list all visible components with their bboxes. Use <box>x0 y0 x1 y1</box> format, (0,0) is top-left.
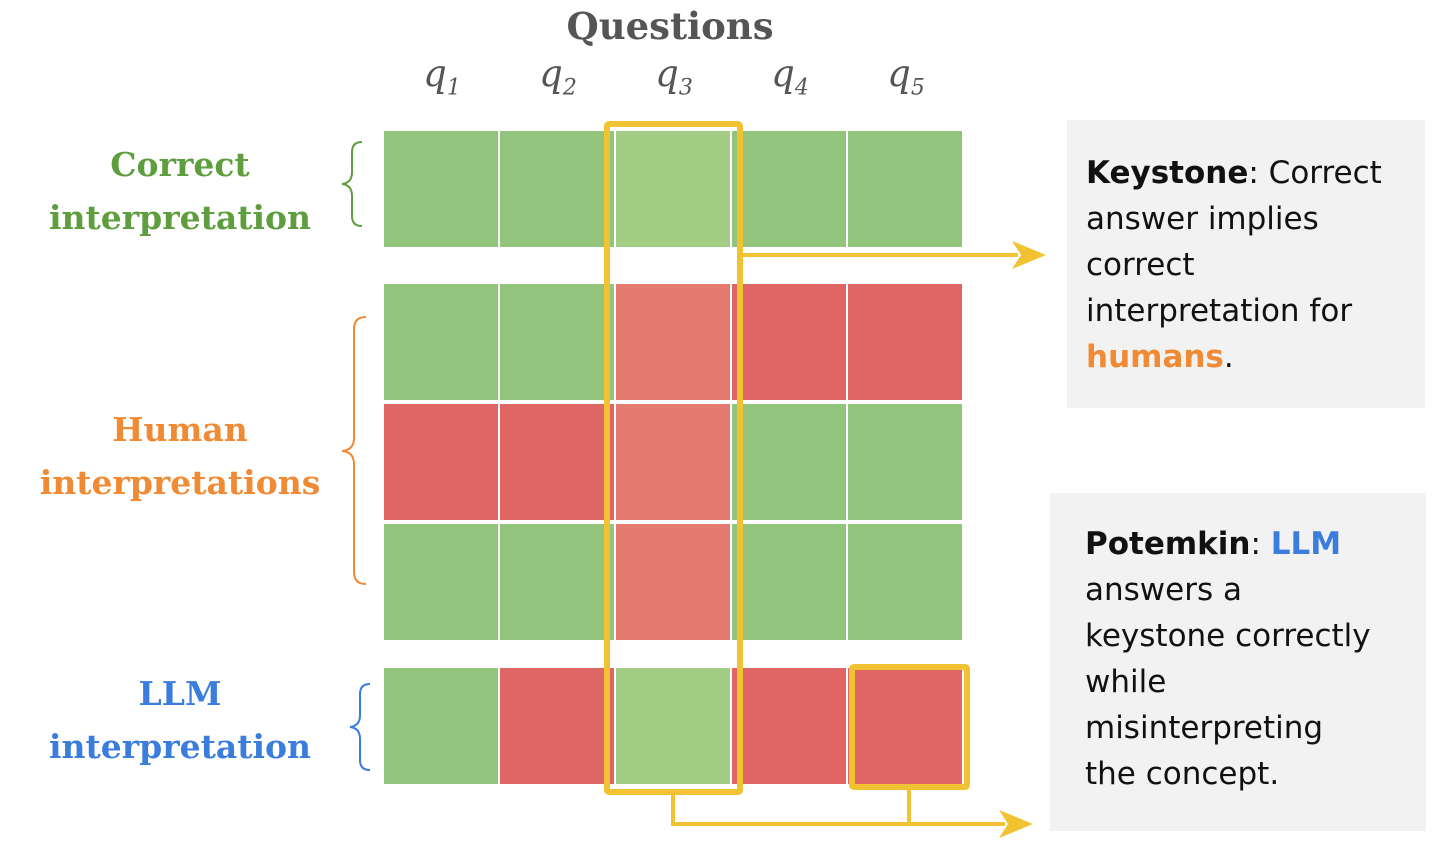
potemkin-text-segment: while <box>1085 664 1167 700</box>
grid-cell-correct-r1-q2 <box>500 131 614 247</box>
question-label-5: q5 <box>848 52 964 100</box>
keystone-text-segment: humans <box>1086 339 1224 375</box>
potemkin-connector <box>671 787 911 826</box>
grid-cell-correct-r1-q5 <box>848 131 962 247</box>
potemkin-definition-panel: Potemkin: LLM answers a keystone correctly… <box>1050 493 1426 831</box>
question-label-4: q4 <box>732 52 848 100</box>
human-label-line-1: Human <box>112 410 248 449</box>
grid-cell-llm-r1-q1 <box>384 668 498 784</box>
human-interpretations-label: Human interpretations <box>30 403 330 509</box>
potemkin-text-line: misinterpreting <box>1085 705 1426 751</box>
grid-cell-human-r3-q3 <box>616 524 730 640</box>
potemkin-arrow-head <box>999 810 1033 838</box>
question-label-subscript: 3 <box>678 75 693 101</box>
potemkin-term: Potemkin <box>1085 526 1251 562</box>
grid-cell-human-r2-q3 <box>616 404 730 520</box>
grid-cell-human-r2-q5 <box>848 404 962 520</box>
keystone-text-segment: answer implies <box>1086 201 1319 237</box>
question-label-2: q2 <box>500 52 616 100</box>
diagram-title: Questions <box>566 4 774 48</box>
keystone-text-line: humans. <box>1086 334 1425 380</box>
potemkin-text-segment: misinterpreting <box>1085 710 1324 746</box>
grid-cell-human-r1-q5 <box>848 284 962 400</box>
question-label-base: q <box>655 52 679 95</box>
llm-interpretation-label: LLM interpretation <box>30 667 330 773</box>
question-label-base: q <box>539 52 563 95</box>
potemkin-text-segment: keystone correctly <box>1085 618 1371 654</box>
grid-cells <box>384 131 962 784</box>
grid-cell-human-r1-q4 <box>732 284 846 400</box>
question-label-subscript: 2 <box>562 75 577 101</box>
grid-cell-human-r2-q4 <box>732 404 846 520</box>
potemkin-text-segment: LLM <box>1270 526 1342 562</box>
keystone-text-segment: : Correct <box>1248 155 1382 191</box>
potemkin-text-line: answers a <box>1085 567 1426 613</box>
keystone-text-line: interpretation for <box>1086 288 1425 334</box>
llm-label-line-1: LLM <box>138 674 222 713</box>
keystone-definition-panel: Keystone: Correct answer implies correct in… <box>1067 120 1425 408</box>
human-brace <box>341 316 367 585</box>
grid-cell-correct-r1-q3 <box>616 131 730 247</box>
keystone-text-segment: interpretation for <box>1086 293 1353 329</box>
grid-cell-human-r3-q2 <box>500 524 614 640</box>
grid-cell-llm-r1-q2 <box>500 668 614 784</box>
question-label-subscript: 4 <box>794 75 809 101</box>
grid-cell-llm-r1-q3 <box>616 668 730 784</box>
keystone-text-line: answer implies <box>1086 196 1425 242</box>
grid-cell-correct-r1-q1 <box>384 131 498 247</box>
question-label-subscript: 1 <box>446 75 461 101</box>
keystone-text-segment: correct <box>1086 247 1195 283</box>
potemkin-text-line: while <box>1085 659 1426 705</box>
potemkin-text-segment: answers a <box>1085 572 1242 608</box>
potemkin-text-segment: the concept. <box>1085 756 1280 792</box>
keystone-arrow-head <box>1012 241 1046 269</box>
keystone-text-line: Keystone: Correct <box>1086 150 1425 196</box>
potemkin-text-segment: : <box>1250 526 1271 562</box>
potemkin-text-line: the concept. <box>1085 751 1426 797</box>
question-label-subscript: 5 <box>910 75 925 101</box>
grid-cell-llm-r1-q5 <box>848 668 962 784</box>
question-label-base: q <box>423 52 447 95</box>
correct-brace <box>341 141 363 227</box>
correct-interpretation-label: Correct interpretation <box>30 138 330 244</box>
keystone-text-line: correct <box>1086 242 1425 288</box>
correct-label-line-1: Correct <box>110 145 250 184</box>
grid-cell-human-r3-q4 <box>732 524 846 640</box>
correct-label-line-2: interpretation <box>48 198 312 237</box>
potemkin-text-line: keystone correctly <box>1085 613 1426 659</box>
human-label-line-2: interpretations <box>39 463 321 502</box>
question-label-1: q1 <box>384 52 500 100</box>
grid-cell-human-r3-q1 <box>384 524 498 640</box>
keystone-term: Keystone <box>1086 155 1249 191</box>
grid-cell-human-r3-q5 <box>848 524 962 640</box>
llm-label-line-2: interpretation <box>48 727 312 766</box>
grid-cell-correct-r1-q4 <box>732 131 846 247</box>
potemkin-text-line: Potemkin: LLM <box>1085 521 1426 567</box>
keystone-text-segment: . <box>1223 339 1234 375</box>
grid-cell-human-r1-q3 <box>616 284 730 400</box>
question-label-3: q3 <box>616 52 732 100</box>
grid-cell-human-r1-q1 <box>384 284 498 400</box>
question-label-base: q <box>887 52 911 95</box>
grid-cell-llm-r1-q4 <box>732 668 846 784</box>
grid-cell-human-r1-q2 <box>500 284 614 400</box>
grid-cell-human-r2-q2 <box>500 404 614 520</box>
grid-cell-human-r2-q1 <box>384 404 498 520</box>
question-label-base: q <box>771 52 795 95</box>
llm-brace <box>349 683 371 771</box>
